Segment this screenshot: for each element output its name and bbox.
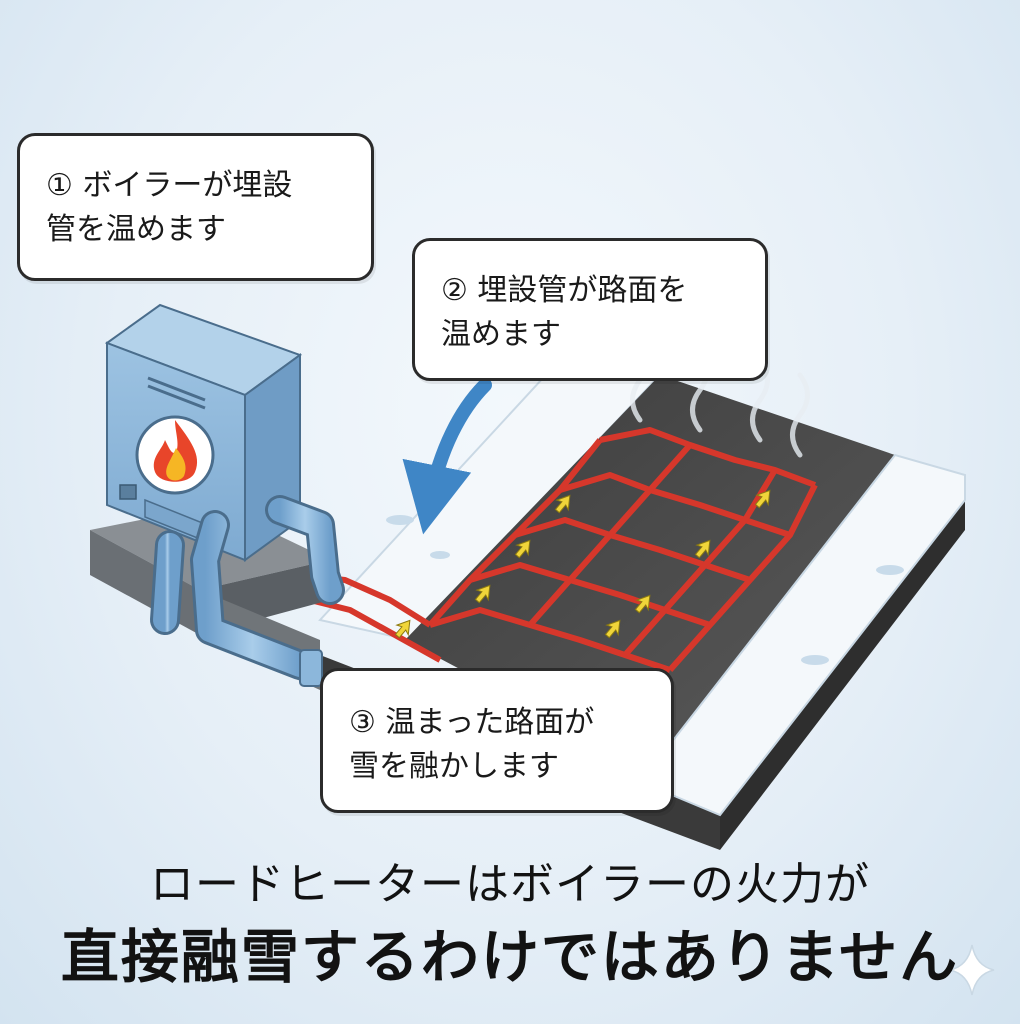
supply-pipes (150, 495, 345, 680)
callout-step-3-line-2: 雪を融かします (349, 749, 559, 784)
heating-pipe-column (527, 443, 693, 627)
heating-pipe-return (309, 597, 442, 663)
heat-arrows (394, 489, 771, 639)
heat-arrow-icon (474, 584, 491, 604)
heat-arrow-icon (394, 619, 411, 639)
heat-arrow-icon (554, 494, 571, 514)
heating-pipe-column (667, 483, 818, 672)
snow-shadow (876, 565, 904, 575)
heat-arrow-icon (514, 539, 531, 559)
callout-step-3: ③ 温まった路面が 雪を融かします (320, 668, 674, 813)
snow-shadow (430, 551, 450, 559)
sparkle-icon (949, 944, 995, 996)
heating-pipe-row (514, 517, 751, 583)
heating-pipe-row (469, 562, 711, 628)
snow-shadow (386, 515, 414, 525)
callout-step-1-line-2: 管を温めます (46, 212, 226, 247)
snow-shadow (801, 655, 829, 665)
callout-step-2-line-1: ② 埋設管が路面を (441, 273, 688, 308)
heating-pipe-row (559, 472, 791, 538)
heat-arrow-icon (694, 539, 711, 559)
callout-step-2: ② 埋設管が路面を 温めます (412, 238, 768, 381)
heat-arrow-icon (604, 619, 621, 639)
fire-icon (153, 420, 198, 482)
heat-arrow-icon (754, 489, 771, 509)
callout-step-2-line-2: 温めます (441, 317, 561, 352)
curved-arrow-icon (402, 378, 492, 535)
heating-pipe-row (599, 427, 817, 488)
pipe-flange (299, 649, 323, 687)
callout-step-3-line-1: ③ 温まった路面が (349, 705, 595, 740)
boiler-control (119, 484, 137, 500)
caption-line-1: ロードヒーターはボイラーの火力が (150, 859, 870, 910)
callout-step-1: ① ボイラーが埋設 管を温めます (17, 133, 374, 281)
boiler-vent-icon (147, 376, 206, 410)
caption-line-2: 直接融雪するわけではありません (60, 923, 960, 991)
callout-step-1-line-1: ① ボイラーが埋設 (46, 168, 293, 203)
heating-pipe-column (622, 468, 778, 657)
heat-arrow-icon (634, 594, 651, 614)
heating-pipe-row (429, 607, 671, 673)
heating-pipe-column (427, 438, 603, 627)
